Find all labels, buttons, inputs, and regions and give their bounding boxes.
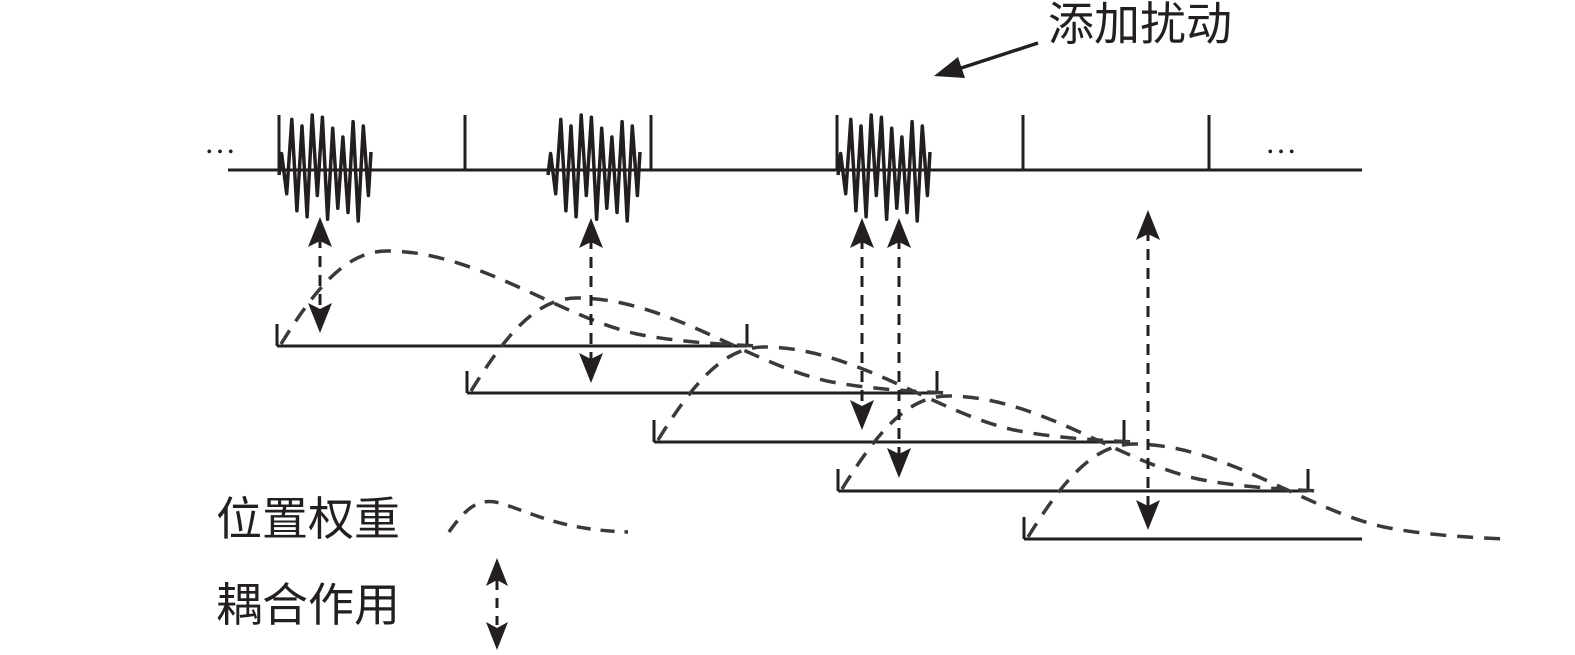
- segment-ticks: [277, 115, 1211, 170]
- sliding-window: [836, 469, 1310, 493]
- sliding-window: [652, 420, 1126, 444]
- dashed-double-arrow-icon: [486, 558, 508, 650]
- dashed-curve-icon: [447, 499, 629, 534]
- legend-label-coupling: 耦合作用: [216, 578, 400, 632]
- coupling-arrow: [308, 217, 332, 333]
- coupling-arrow: [887, 218, 911, 478]
- sliding-windows: [275, 324, 1362, 541]
- arrowhead-up-icon: [308, 217, 332, 247]
- arrowhead-up-icon: [887, 218, 911, 248]
- arrowhead-down-icon: [308, 303, 332, 333]
- perturbation-waveform: [836, 113, 932, 223]
- legend: 位置权重 耦合作用: [216, 492, 629, 650]
- position-weight-curve: [1026, 442, 1505, 541]
- ellipsis-left: …: [204, 124, 236, 160]
- annotation-arrow: [934, 41, 1039, 78]
- arrowhead-up-icon: [850, 218, 874, 248]
- ellipsis-right: …: [1265, 124, 1297, 160]
- position-weight-curve: [469, 296, 948, 395]
- arrowhead-down-icon: [887, 448, 911, 478]
- position-weight-curve: [656, 345, 1135, 444]
- position-weight-curve: [279, 249, 758, 348]
- sliding-window: [275, 324, 749, 348]
- coupling-arrow: [1136, 210, 1160, 530]
- legend-label-position-weight: 位置权重: [216, 492, 400, 546]
- coupling-arrow: [579, 218, 603, 383]
- sliding-window: [465, 371, 939, 395]
- sliding-window: [1022, 517, 1362, 541]
- arrowhead-down-icon: [850, 400, 874, 430]
- legend-item-coupling: 耦合作用: [216, 558, 508, 650]
- position-weight-curve: [840, 394, 1319, 493]
- arrowhead-up-icon: [579, 218, 603, 248]
- arrowhead-down-icon: [1136, 500, 1160, 530]
- legend-item-position-weight: 位置权重: [216, 492, 629, 546]
- coupling-arrow: [850, 218, 874, 430]
- perturbation-waveform: [546, 113, 642, 223]
- annotation-label: 添加扰动: [1048, 0, 1232, 51]
- arrowhead-up-icon: [1136, 210, 1160, 240]
- position-weight-curves: [279, 249, 1505, 541]
- arrowhead-down-icon: [579, 353, 603, 383]
- coupling-arrows: [308, 210, 1160, 530]
- perturbation-waveforms: [277, 113, 932, 223]
- perturbation-waveform: [277, 113, 373, 223]
- sequence: … …: [204, 124, 1362, 172]
